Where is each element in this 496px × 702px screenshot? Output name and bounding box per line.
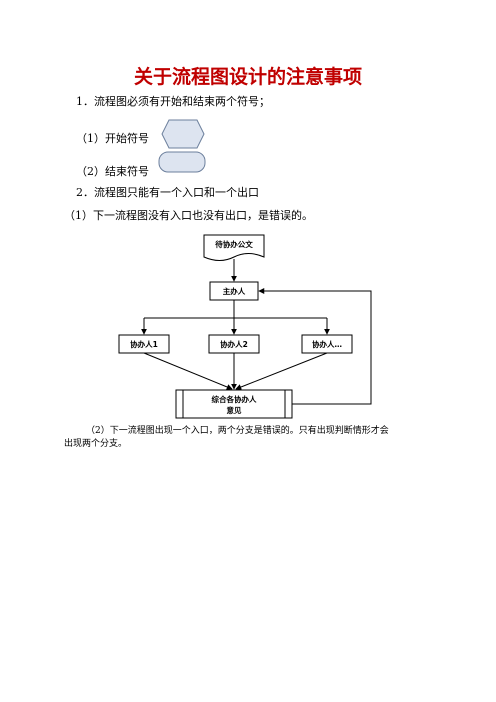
end-symbol-rounded-rect: [158, 151, 206, 173]
start-symbol-hexagon: [161, 119, 205, 149]
end-symbol-label: （2）结束符号: [76, 165, 149, 178]
summary-label-line-1: 综合各协办人: [212, 394, 257, 404]
sub-2-line-2: 出现两个分支。: [64, 439, 128, 449]
document-box-label: 待协办公文: [214, 239, 253, 249]
flowchart: 待协办公文 主办人 协办人1 协办人2 协办人… 综合各协办人 意见: [118, 234, 372, 419]
page-title: 关于流程图设计的注意事项: [133, 66, 362, 88]
item-1-text: 1．流程图必须有开始和结束两个符号；: [76, 95, 270, 108]
main-handler-label: 主办人: [223, 286, 246, 296]
sub-1-text: （1）下一流程图没有入口也没有出口，是错误的。: [64, 209, 313, 222]
sub-2-line-1: （2）下一流程图出现一个入口，两个分支是错误的。只有出现判断情形才会: [86, 426, 389, 436]
item-2-text: 2．流程图只能有一个入口和一个出口: [76, 186, 259, 199]
sub-2-text: （2）下一流程图出现一个入口，两个分支是错误的。只有出现判断情形才会 出现两个分…: [64, 425, 434, 451]
summary-label-line-2: 意见: [227, 405, 242, 415]
summary-box: [175, 389, 293, 419]
assistant-1-label: 协办人1: [130, 339, 158, 349]
assistant-3-label: 协办人…: [312, 339, 342, 349]
document-shape: [203, 234, 265, 261]
feedback-loop-line: [258, 288, 372, 405]
start-symbol-label: （1）开始符号: [76, 132, 149, 145]
assistant-2-label: 协办人2: [220, 339, 248, 349]
